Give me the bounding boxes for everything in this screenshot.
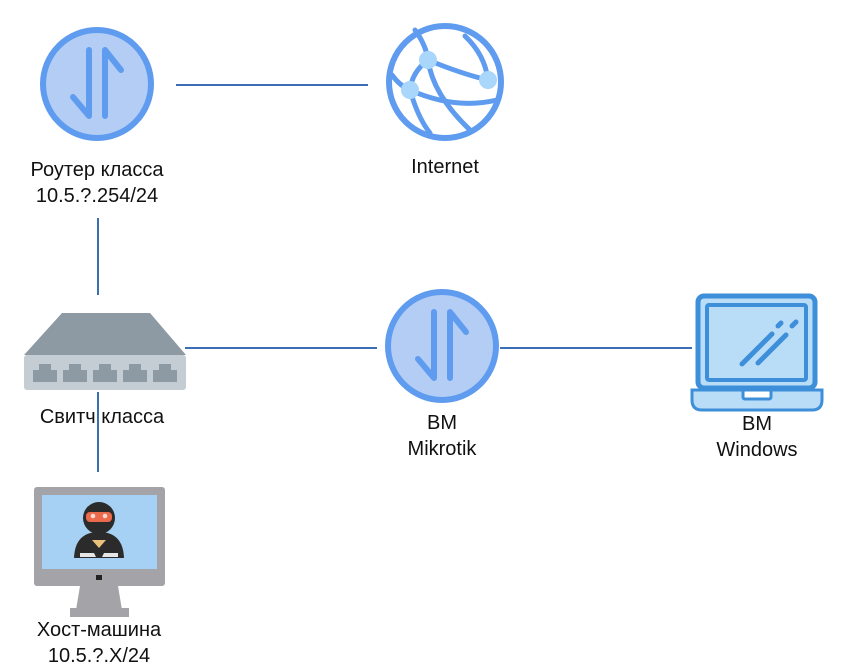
mikrotik-router-icon	[385, 289, 499, 403]
mikrotik-type: ВМ	[427, 412, 457, 434]
internet-name: Internet	[411, 156, 479, 178]
user-avatar-icon	[74, 502, 124, 558]
router-icon	[40, 27, 154, 141]
windows-label: ВМ Windows	[687, 411, 827, 463]
mikrotik-name: Mikrotik	[407, 438, 477, 460]
switch-name: Свитч класса	[39, 406, 165, 428]
router-label: Роутер класса 10.5.?.254/24	[12, 157, 182, 209]
router-name: Роутер класса	[30, 159, 164, 181]
mikrotik-label: ВМ Mikrotik	[372, 410, 512, 462]
network-switch-icon	[24, 313, 186, 390]
windows-name: Windows	[716, 439, 798, 461]
desktop-user-icon	[34, 487, 165, 617]
host-label: Хост-машина 10.5.?.X/24	[12, 617, 186, 669]
internet-label: Internet	[375, 154, 515, 180]
switch-label: Свитч класса	[17, 404, 187, 430]
router-address: 10.5.?.254/24	[35, 185, 159, 207]
windows-type: ВМ	[742, 413, 772, 435]
laptop-icon	[690, 293, 824, 412]
host-name: Хост-машина	[36, 619, 162, 641]
globe-icon	[386, 23, 504, 141]
host-address: 10.5.?.X/24	[47, 645, 151, 667]
